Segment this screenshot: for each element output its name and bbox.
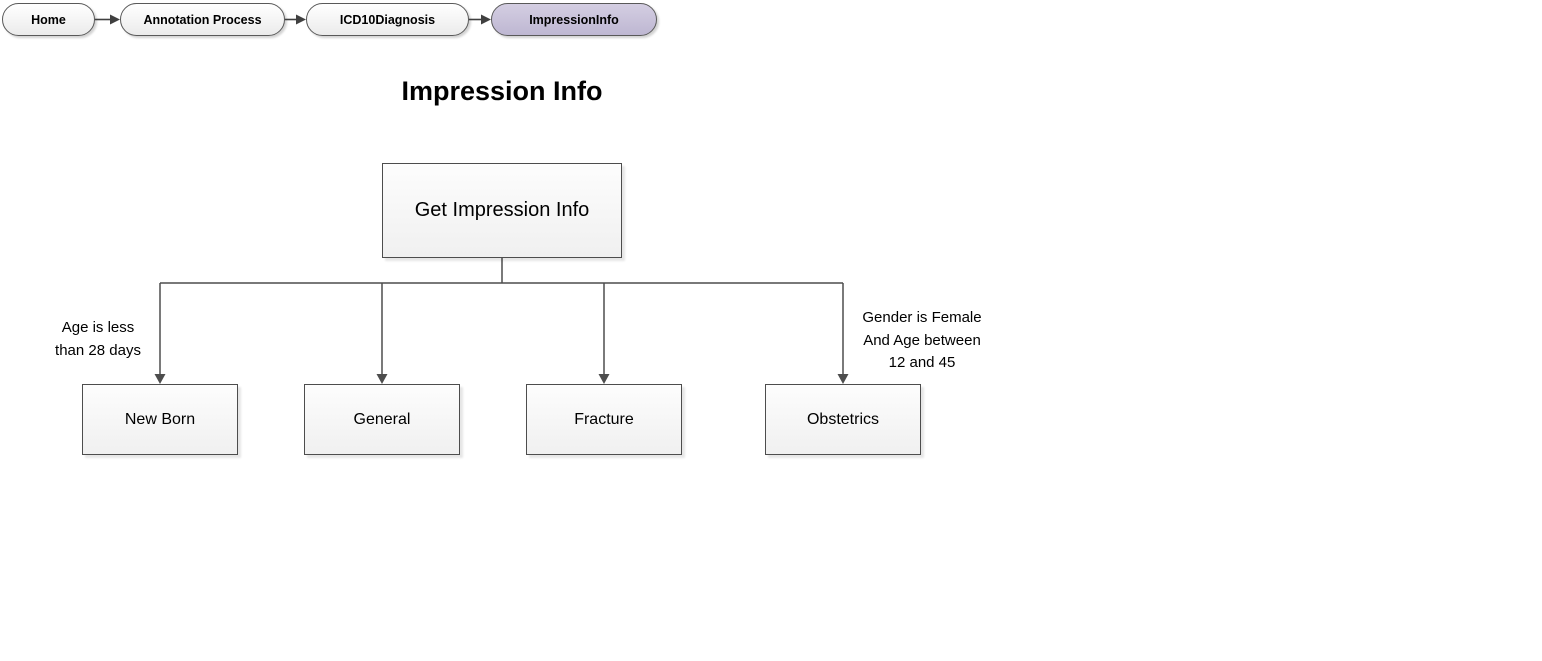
breadcrumb-item-home[interactable]: Home <box>2 3 95 36</box>
node-get-impression-info[interactable]: Get Impression Info <box>382 163 622 258</box>
node-label: New Born <box>124 410 196 428</box>
node-label: General <box>353 410 411 428</box>
node-new-born[interactable]: New Born <box>82 384 238 455</box>
breadcrumb-arrow-icon <box>285 14 306 25</box>
breadcrumb-item-annotation-process[interactable]: Annotation Process <box>120 3 285 36</box>
node-label: Obstetrics <box>806 410 879 428</box>
node-label: Fracture <box>574 410 634 428</box>
breadcrumb-arrow-icon <box>469 14 491 25</box>
node-general[interactable]: General <box>304 384 460 455</box>
breadcrumb-item-icd10diagnosis[interactable]: ICD10Diagnosis <box>306 3 469 36</box>
breadcrumb-arrow-icon <box>95 14 120 25</box>
condition-label-obstetrics: Gender is Female And Age between 12 and … <box>862 309 982 371</box>
node-obstetrics[interactable]: Obstetrics <box>765 384 921 455</box>
arrow-down-icon <box>154 374 849 384</box>
breadcrumb-item-label: Annotation Process <box>143 12 262 27</box>
breadcrumb-item-impressioninfo[interactable]: ImpressionInfo <box>491 3 657 36</box>
page-title: Impression Info <box>401 76 603 106</box>
breadcrumb-item-label: ICD10Diagnosis <box>339 12 436 27</box>
breadcrumb-item-label: Home <box>31 12 66 27</box>
condition-label-newborn: Age is less than 28 days <box>55 319 141 359</box>
breadcrumb-item-label: ImpressionInfo <box>529 12 619 27</box>
node-fracture[interactable]: Fracture <box>526 384 682 455</box>
node-label: Get Impression Info <box>414 199 590 221</box>
